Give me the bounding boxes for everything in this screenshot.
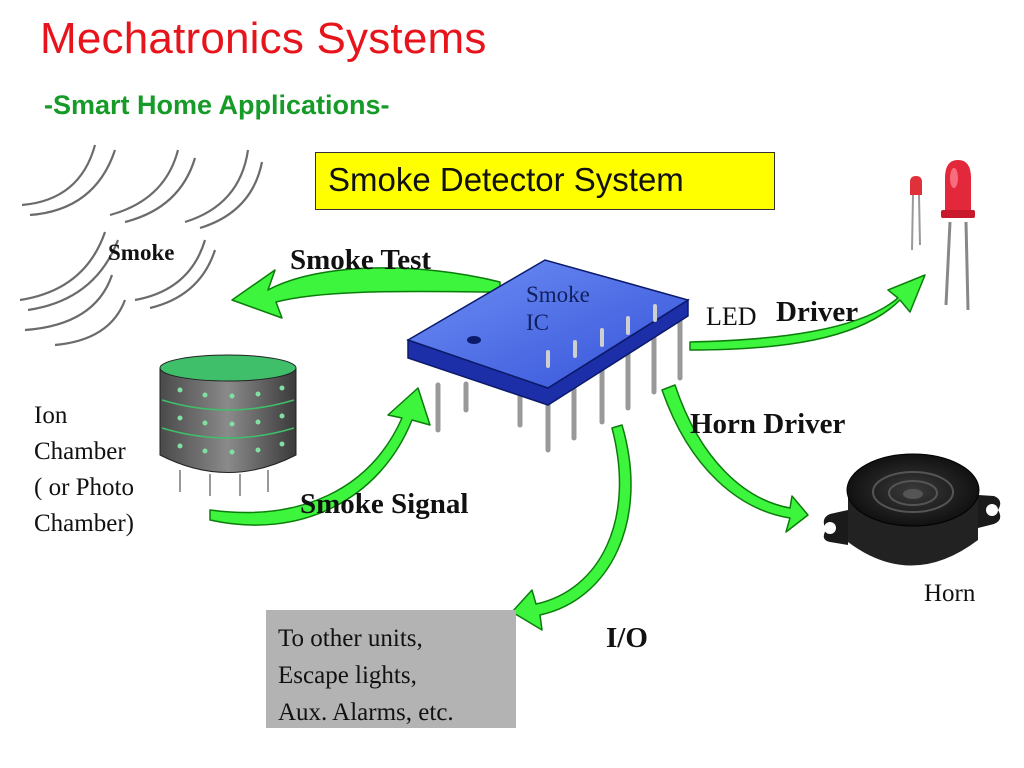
horn-label: Horn (924, 580, 976, 607)
chamber-label-line: ( or Photo (34, 474, 134, 501)
smoke-test-arrow (231, 267, 501, 319)
io-label: I/O (606, 622, 648, 654)
led-driver-arrow (689, 274, 926, 351)
horn-driver-arrow (661, 384, 809, 533)
chamber-label: Ion Chamber ( or Photo Chamber) (34, 398, 134, 542)
io-arrow (511, 424, 632, 631)
outputs-line: To other units, (278, 625, 423, 652)
system-label-box: Smoke Detector System (315, 152, 775, 210)
ic-label-line1: Smoke (526, 282, 590, 307)
ic-chip (406, 259, 690, 453)
ion-chamber-icon (159, 354, 297, 496)
chamber-label-line: Ion (34, 402, 68, 429)
smoke-icon (19, 144, 264, 347)
outputs-line: Escape lights, (278, 662, 417, 689)
horn-driver-label: Horn Driver (690, 408, 846, 440)
smoke-signal-label: Smoke Signal (300, 488, 469, 520)
led-icon (910, 160, 975, 311)
chamber-label-line: Chamber) (34, 510, 134, 537)
smoke-test-label: Smoke Test (290, 244, 432, 276)
driver-label: Driver (776, 296, 859, 328)
smoke-signal-arrow (209, 387, 431, 526)
outputs-box: To other units, Escape lights, Aux. Alar… (266, 610, 516, 728)
outputs-line: Aux. Alarms, etc. (278, 699, 454, 726)
chamber-label-line: Chamber (34, 438, 126, 465)
page-subtitle: -Smart Home Applications- (44, 90, 390, 120)
horn-icon (823, 453, 1001, 566)
smoke-label: Smoke (108, 240, 175, 265)
arrows (209, 267, 926, 631)
ic-label-line2: IC (526, 310, 549, 335)
led-label: LED (706, 302, 757, 331)
page-title: Mechatronics Systems (40, 14, 487, 63)
